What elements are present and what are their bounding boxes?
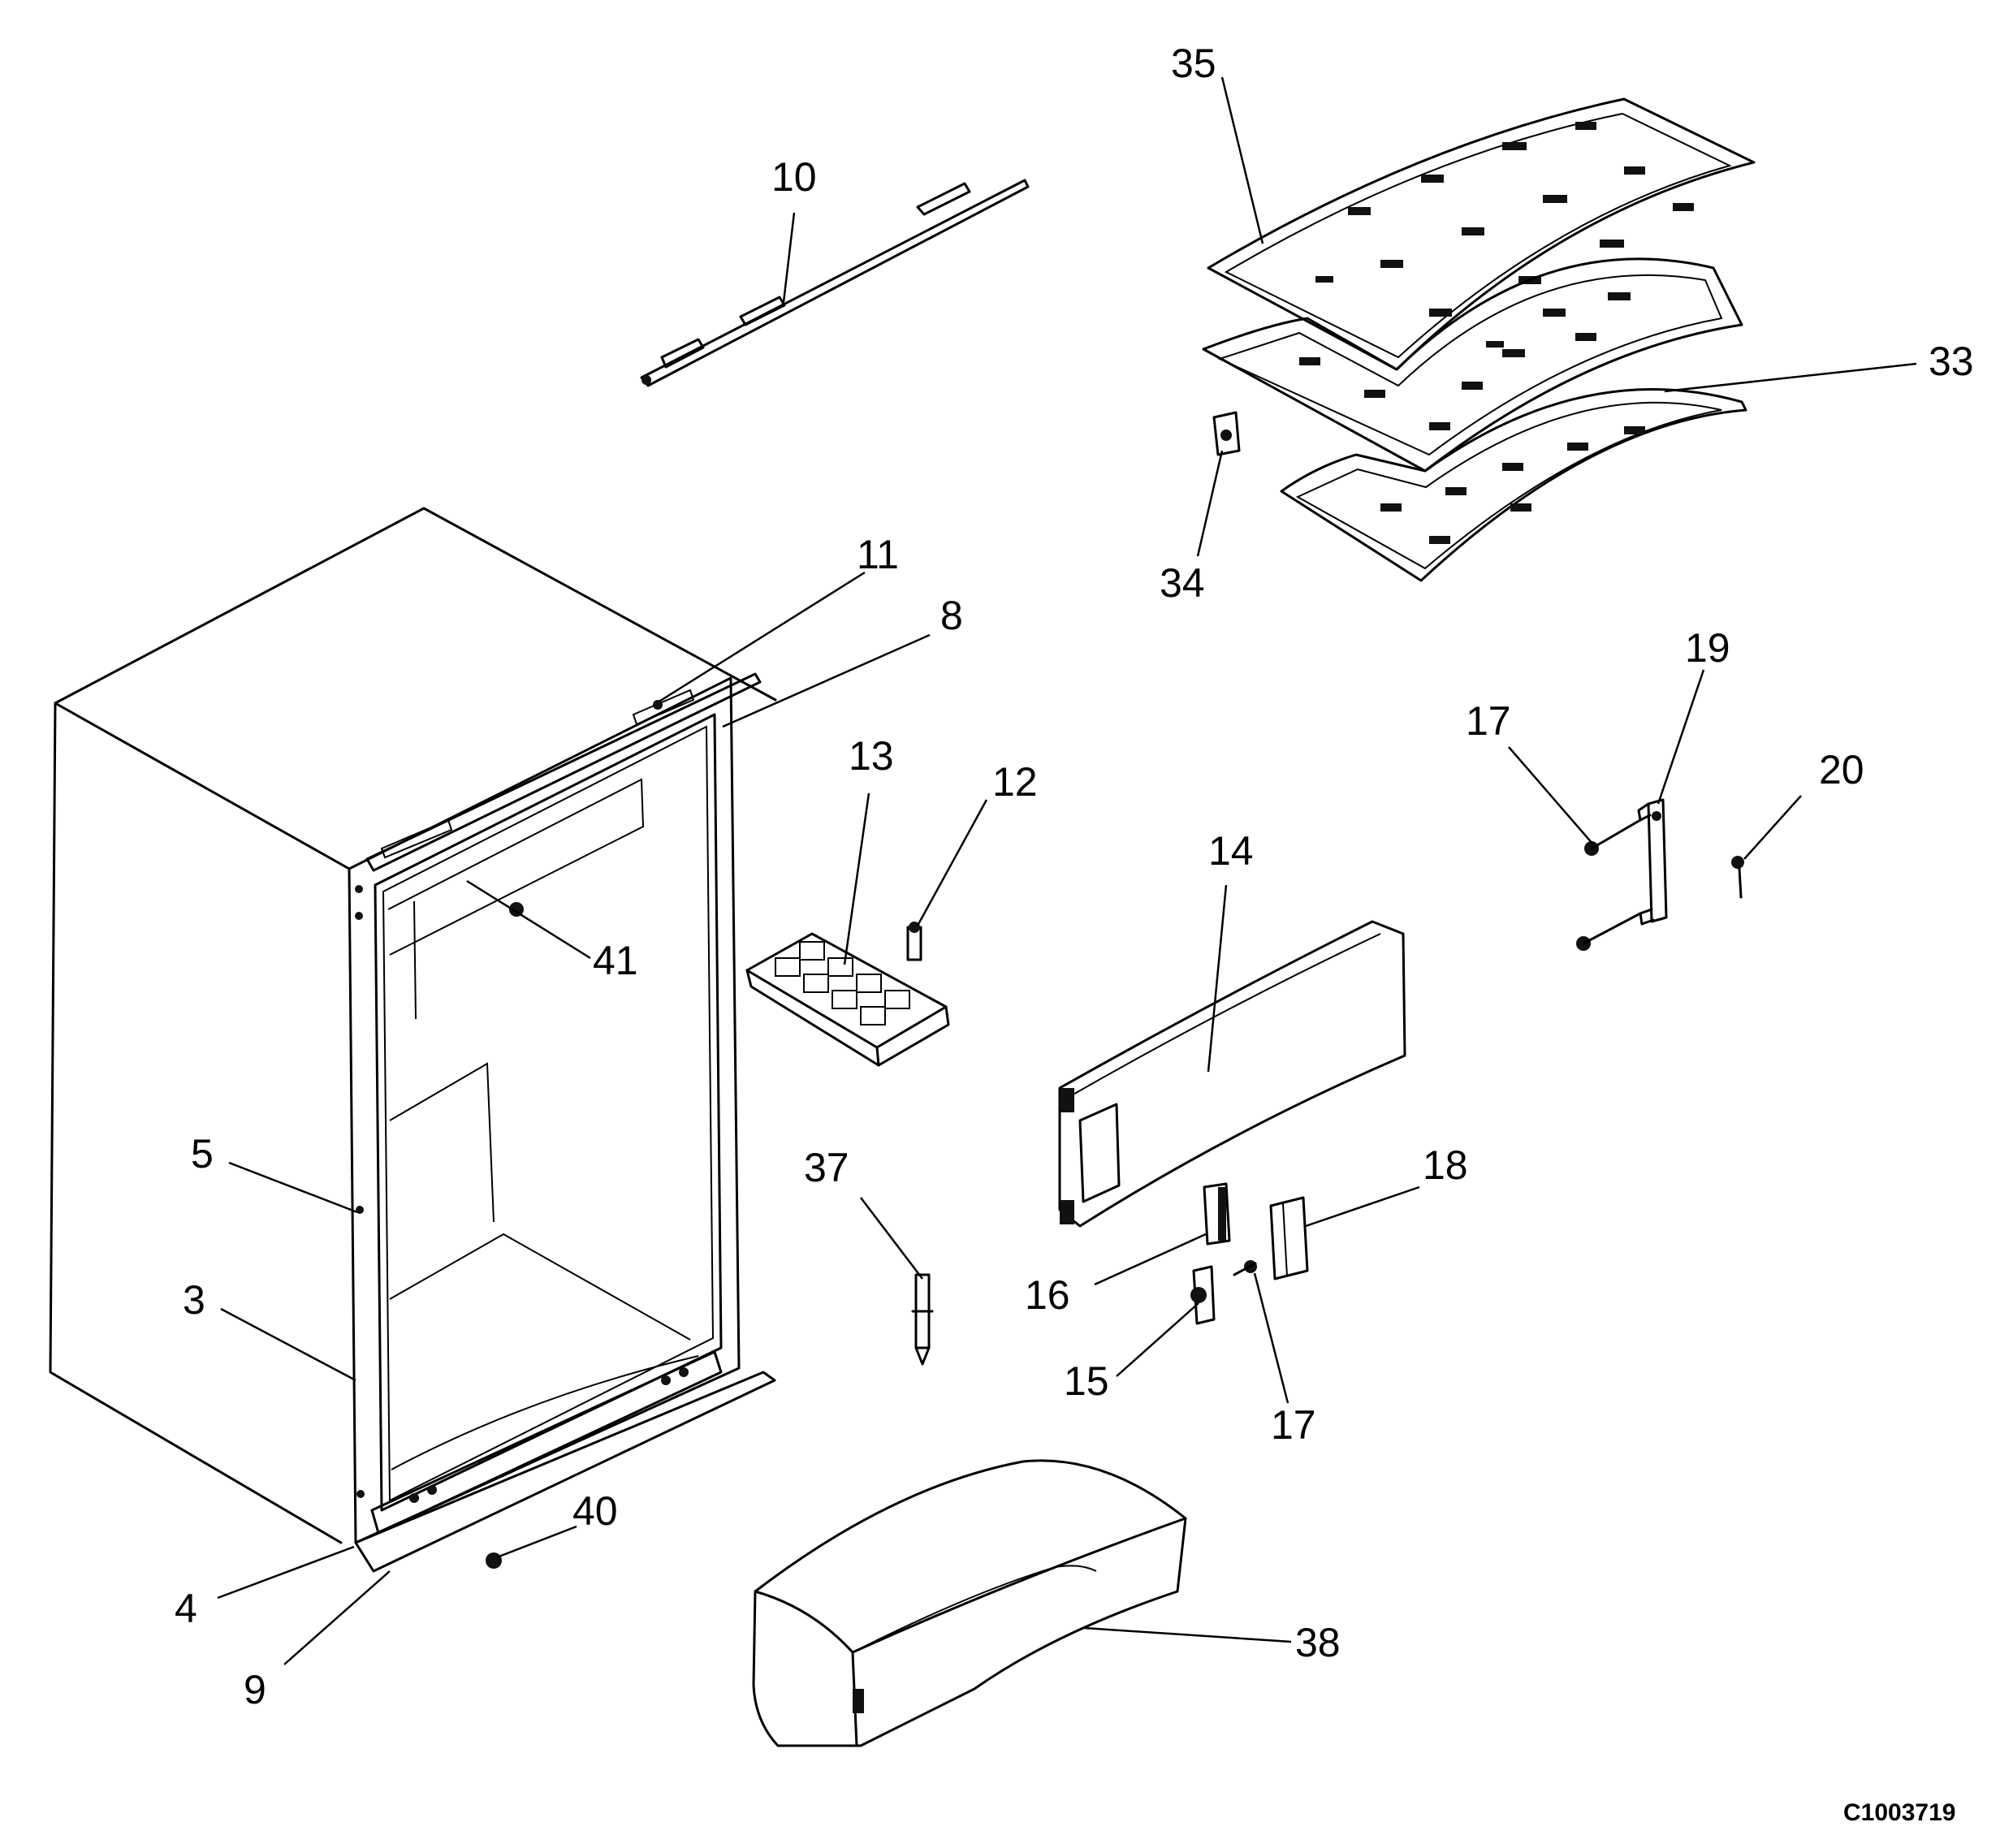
label-9: 9 [244,1667,266,1712]
label-4: 4 [175,1586,197,1631]
label-34: 34 [1160,560,1205,606]
part-12-pin [906,922,922,961]
label-12: 12 [992,759,1038,805]
part-15-latch-plate [1190,1265,1216,1325]
part-14-freezer-door [1058,920,1406,1228]
part-19-hinge-bracket [1637,798,1668,926]
label-15: 15 [1064,1358,1109,1404]
label-11: 11 [857,532,899,577]
part-33-shelf-bottom [1280,387,1747,582]
label-14: 14 [1208,828,1254,874]
label-3: 3 [183,1277,205,1323]
label-40: 40 [572,1488,618,1534]
label-18: 18 [1423,1142,1468,1188]
label-19: 19 [1685,625,1730,671]
part-33-shelf-middle [1202,257,1743,473]
label-5: 5 [191,1131,214,1177]
callout-labels: 35 10 33 34 11 8 19 17 20 13 12 14 41 5 … [175,41,1974,1826]
part-17-screw-latch [1233,1260,1257,1276]
label-37: 37 [804,1145,849,1190]
label-35: 35 [1171,41,1216,86]
part-17-screws-hinge [1576,818,1642,951]
label-17-bottom: 17 [1271,1402,1316,1448]
part-20-screw [1731,856,1744,899]
leader-lines [217,76,1917,1665]
part-16-latch-keeper [1203,1182,1231,1246]
label-8: 8 [940,593,963,638]
label-17-top: 17 [1466,698,1511,744]
part-13-ice-tray [745,932,950,1067]
part-34-shelf-clip [1212,411,1241,456]
label-16: 16 [1025,1272,1070,1318]
label-41: 41 [593,938,638,983]
drawing-code: C1003719 [1843,1799,1955,1826]
label-10: 10 [771,154,817,200]
label-13: 13 [849,733,894,779]
label-20: 20 [1819,747,1864,792]
part-37-door-pin [911,1273,934,1366]
label-33: 33 [1929,339,1974,384]
part-38-crisper-drawer [752,1459,1187,1747]
cabinet [49,507,777,1573]
part-18-latch-handle [1269,1196,1309,1280]
label-38: 38 [1295,1620,1341,1665]
part-10-top-strip [640,179,1030,387]
